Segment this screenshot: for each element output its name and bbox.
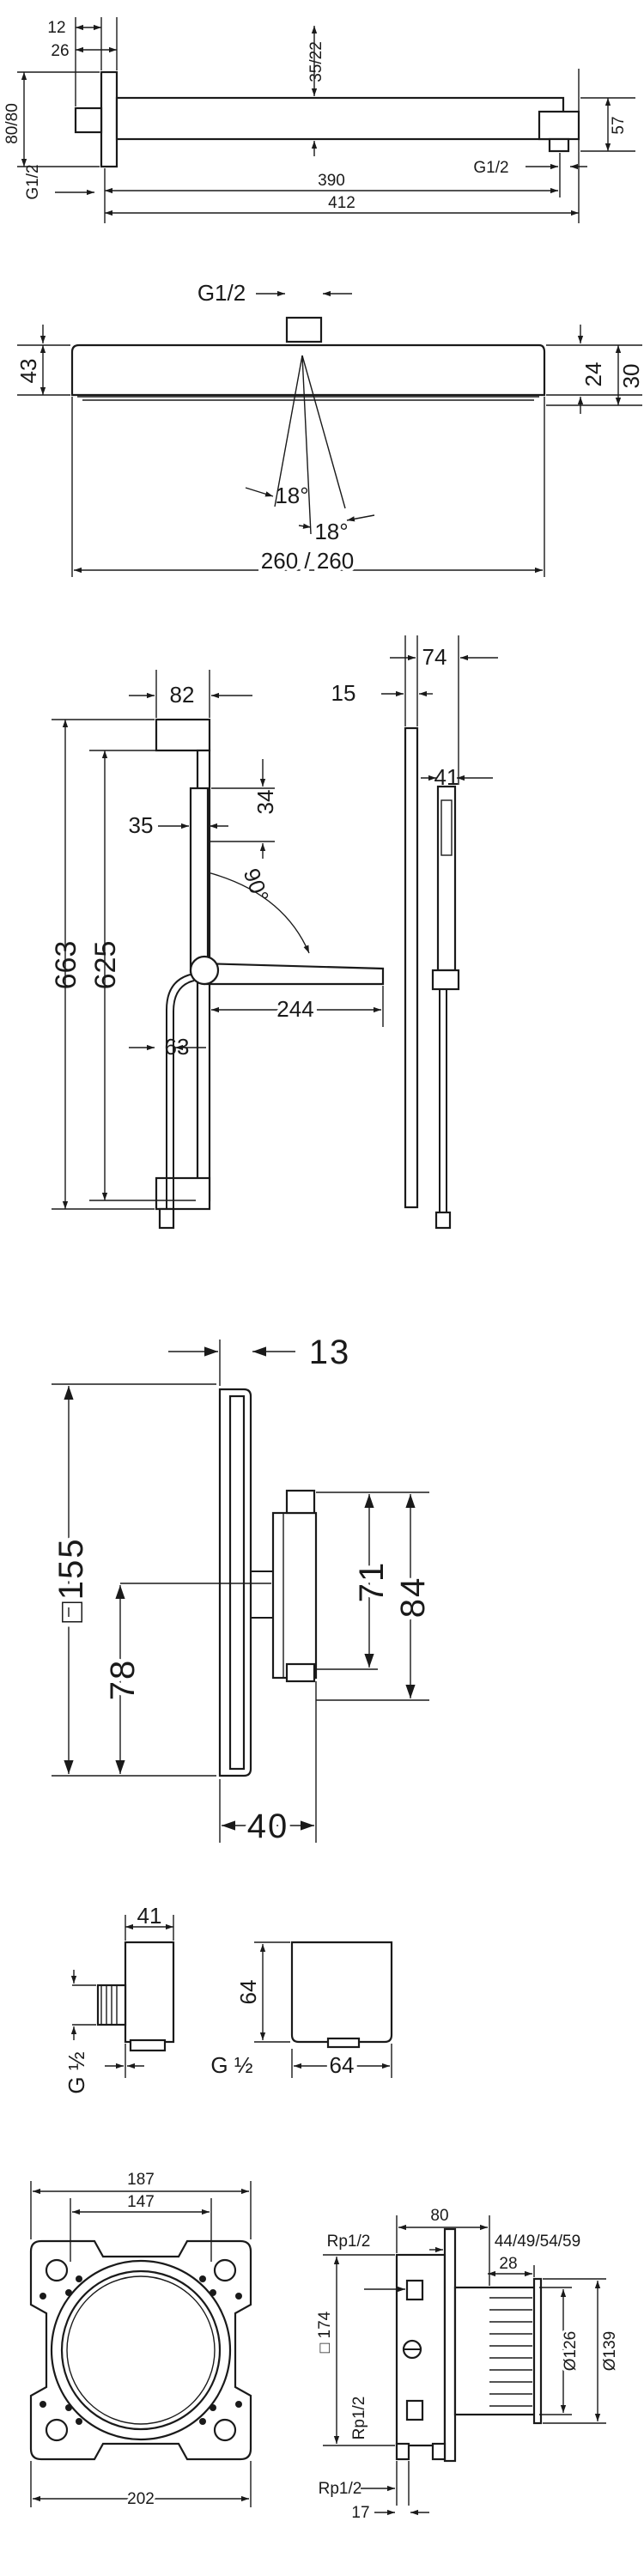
arm-dim-80-80: 80/80 [3, 103, 21, 144]
arm-dim-g12-right: G1/2 [473, 159, 508, 177]
box-corner-hole-br [213, 2418, 237, 2442]
box-dim-80: 80 [430, 2207, 448, 2225]
arm-tube [115, 96, 565, 141]
box-dim-187: 187 [127, 2171, 155, 2189]
shower-head-view: G1/2 43 24 30 18° 18° 260 / 260 [15, 280, 644, 577]
valve-dim-155: □155 [52, 1538, 90, 1623]
rail-dim-34: 34 [252, 790, 278, 815]
box-dim-rp12-mid: Rp1/2 [350, 2397, 368, 2440]
head-dim-18b: 18° [314, 519, 348, 544]
head-connector [285, 316, 323, 343]
box-side-fins [489, 2297, 532, 2407]
valve-dim-84: 84 [394, 1577, 432, 1619]
box-inner-ring [60, 2269, 222, 2431]
outlet-front-body [290, 1941, 393, 2044]
valve-dim-40: 40 [247, 1807, 289, 1845]
box-side-port-top [405, 2279, 424, 2301]
box-dim-28: 28 [499, 2255, 517, 2273]
arm-inlet-thread [74, 106, 103, 134]
rail-dim-74: 74 [422, 644, 447, 670]
head-dim-18a: 18° [275, 483, 308, 508]
rail-dim-35: 35 [129, 812, 154, 838]
rail-shelf [199, 962, 385, 986]
rail-dim-90: 90° [239, 865, 275, 905]
box-dim-174: □ 174 [316, 2311, 334, 2353]
box-corner-hole-tl [45, 2258, 69, 2282]
rail-dim-63: 63 [165, 1034, 190, 1060]
arm-dim-26: 26 [51, 42, 69, 60]
rail-dim-41: 41 [434, 764, 459, 790]
valve-view: 13 □155 78 71 84 40 [48, 1334, 436, 1850]
arm-dim-35-22: 35/22 [307, 41, 325, 82]
rail-hand-shower [189, 787, 210, 974]
box-dim-126: Ø126 [562, 2331, 580, 2371]
box-corner-hole-bl [45, 2418, 69, 2442]
box-dim-139: Ø139 [601, 2331, 619, 2371]
head-dim-24: 24 [580, 362, 606, 387]
box-side-plate [443, 2227, 457, 2463]
valve-cap-top [285, 1489, 316, 1515]
arm-dim-390: 390 [318, 172, 345, 190]
rail-holder [189, 955, 220, 986]
box-dim-202: 202 [127, 2490, 155, 2508]
rail-dim-663: 663 [50, 941, 82, 990]
head-dim-g12: G1/2 [197, 280, 246, 306]
box-side-sleeve [453, 2286, 539, 2416]
rail-bottom-bracket [155, 1176, 211, 1211]
rail-top-bracket [155, 718, 211, 752]
rail-dim-82: 82 [170, 682, 195, 708]
arm-wall-flange [100, 70, 118, 168]
rail-side-hand-shower [436, 785, 457, 972]
shower-rail-view: 82 74 15 41 34 35 90° 663 625 244 63 [50, 635, 498, 1230]
arm-dim-g12-left: G1/2 [24, 164, 42, 199]
rail-hose [166, 973, 195, 1209]
rail-dim-15: 15 [331, 680, 356, 706]
arm-outlet-thread [548, 137, 570, 153]
arm-dim-412: 412 [328, 194, 355, 212]
outlet-dim-g12: G ½ [64, 2051, 89, 2093]
wall-outlet-view: 41 64 G ½ G ½ 64 [64, 1903, 393, 2094]
head-dim-30: 30 [618, 364, 644, 389]
valve-body [271, 1511, 318, 1680]
box-dim-rp12-bot: Rp1/2 [319, 2480, 362, 2498]
outlet-dim-41: 41 [137, 1903, 162, 1929]
valve-plate-inner [228, 1394, 246, 1771]
outlet-dim-64a: 64 [235, 1980, 261, 2005]
box-side-rim [532, 2277, 543, 2425]
outlet-side-tab [129, 2038, 167, 2052]
head-plate [70, 343, 546, 397]
outlet-dim-64b: 64 [330, 2052, 355, 2078]
rail-dim-625: 625 [89, 941, 122, 990]
valve-cap-bottom [285, 1662, 316, 1683]
rail-dim-244: 244 [276, 996, 313, 1022]
box-dim-147: 147 [127, 2193, 155, 2211]
arm-dim-57: 57 [610, 116, 628, 134]
rail-side-bar [404, 726, 419, 1209]
outlet-side-body [124, 1941, 175, 2044]
valve-dim-78: 78 [104, 1659, 142, 1701]
box-side-port-bottom [405, 2399, 424, 2421]
rail-hose-end [158, 1207, 175, 1230]
head-dim-260: 260 / 260 [261, 548, 354, 574]
valve-dim-71: 71 [353, 1561, 391, 1603]
box-dim-rp12-top: Rp1/2 [327, 2233, 371, 2251]
arm-dim-12: 12 [47, 19, 65, 37]
head-dim-43: 43 [15, 359, 41, 384]
box-dim-44-59: 44/49/54/59 [495, 2233, 580, 2251]
box-dim-17: 17 [351, 2504, 369, 2522]
outlet-front-tab [326, 2037, 361, 2049]
arm-head-connector [538, 110, 580, 141]
valve-dim-13: 13 [309, 1334, 351, 1371]
box-corner-hole-tr [213, 2258, 237, 2282]
outlet-dim-g12b: G ½ [210, 2052, 252, 2078]
shower-arm-view: 12 26 35/22 80/80 G1/2 57 G1/2 390 412 [3, 17, 635, 223]
installation-box-view: 187 147 202 80 44/49/54/59 Rp1/2 28 □ 17… [29, 2171, 622, 2522]
